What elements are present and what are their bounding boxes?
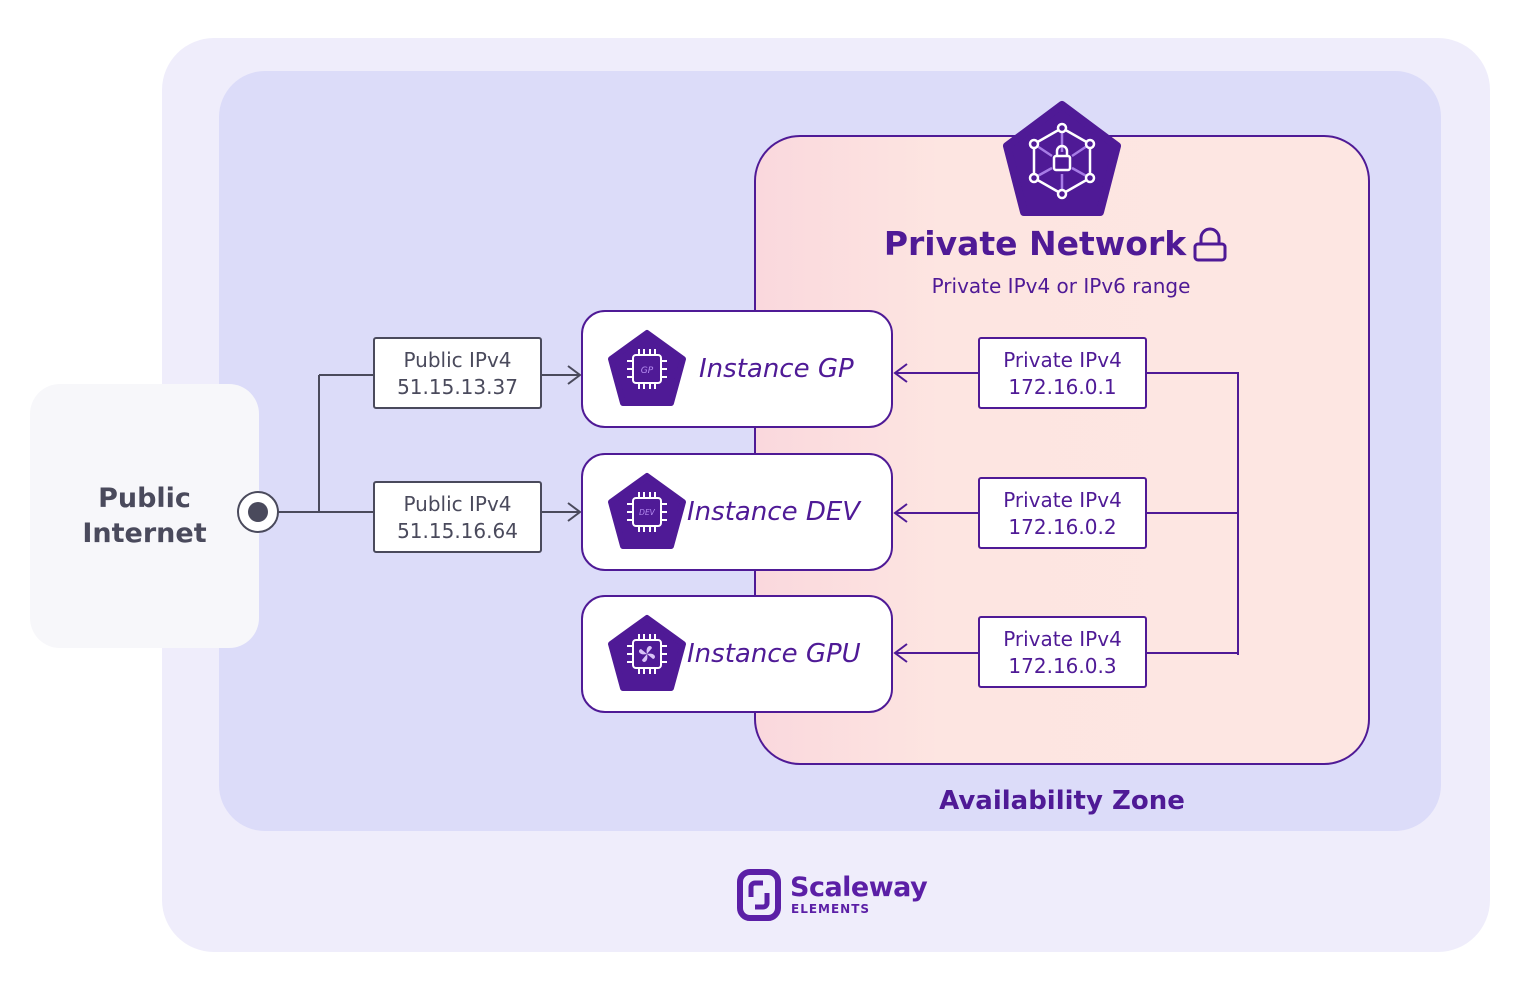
ip-label: Public IPv4 xyxy=(403,348,512,372)
ip-label: Public IPv4 xyxy=(403,492,512,516)
availability-zone-label: Availability Zone xyxy=(939,786,1185,816)
logo-subtitle: ELEMENTS xyxy=(791,902,871,916)
public-internet-label-1: Public xyxy=(98,483,191,514)
public-internet-box: Public Internet xyxy=(30,384,259,648)
network-lock-icon xyxy=(1003,101,1121,216)
private-ip-box: Private IPv4 172.16.0.1 xyxy=(978,337,1147,409)
internet-gateway-icon xyxy=(237,491,279,533)
instance-label: Instance GP xyxy=(699,354,854,384)
instance-dev-card: DEV Instance DEV xyxy=(581,453,893,571)
connector-private-2 xyxy=(893,503,978,523)
ip-address: 172.16.0.1 xyxy=(1008,375,1117,399)
connector-private-bus xyxy=(1147,372,1239,655)
ip-address: 51.15.16.64 xyxy=(397,519,518,543)
instance-label: Instance GPU xyxy=(687,639,861,669)
ip-label: Private IPv4 xyxy=(1003,348,1122,372)
instance-gp-card: GP Instance GP xyxy=(581,310,893,428)
ip-address: 172.16.0.3 xyxy=(1008,654,1117,678)
cpu-chip-icon: DEV xyxy=(608,473,686,549)
ip-label: Private IPv4 xyxy=(1003,627,1122,651)
chip-label: DEV xyxy=(639,508,656,517)
cpu-chip-icon: GP xyxy=(608,330,686,406)
connector-private-3 xyxy=(893,643,978,663)
private-ip-box: Private IPv4 172.16.0.3 xyxy=(978,616,1147,688)
connector-internet xyxy=(278,374,373,513)
chip-label: GP xyxy=(641,366,654,376)
scaleway-logo-icon xyxy=(737,869,781,921)
private-ip-box: Private IPv4 172.16.0.2 xyxy=(978,477,1147,549)
cpu-fan-icon xyxy=(608,615,686,691)
private-network-subtitle: Private IPv4 or IPv6 range xyxy=(931,274,1191,298)
ip-address: 51.15.13.37 xyxy=(397,375,518,399)
ip-address: 172.16.0.2 xyxy=(1008,515,1117,539)
instance-label: Instance DEV xyxy=(687,497,861,527)
connector-private-1 xyxy=(893,363,978,383)
instance-gpu-card: Instance GPU xyxy=(581,595,893,713)
logo-name: Scaleway xyxy=(790,872,928,903)
lock-icon xyxy=(1193,227,1227,262)
public-internet-label-2: Internet xyxy=(82,518,207,549)
public-ip-box: Public IPv4 51.15.16.64 xyxy=(373,481,542,553)
public-ip-box: Public IPv4 51.15.13.37 xyxy=(373,337,542,409)
connector-public-1 xyxy=(542,365,582,385)
connector-public-2 xyxy=(542,502,582,522)
private-network-title: Private Network xyxy=(883,224,1187,263)
ip-label: Private IPv4 xyxy=(1003,488,1122,512)
